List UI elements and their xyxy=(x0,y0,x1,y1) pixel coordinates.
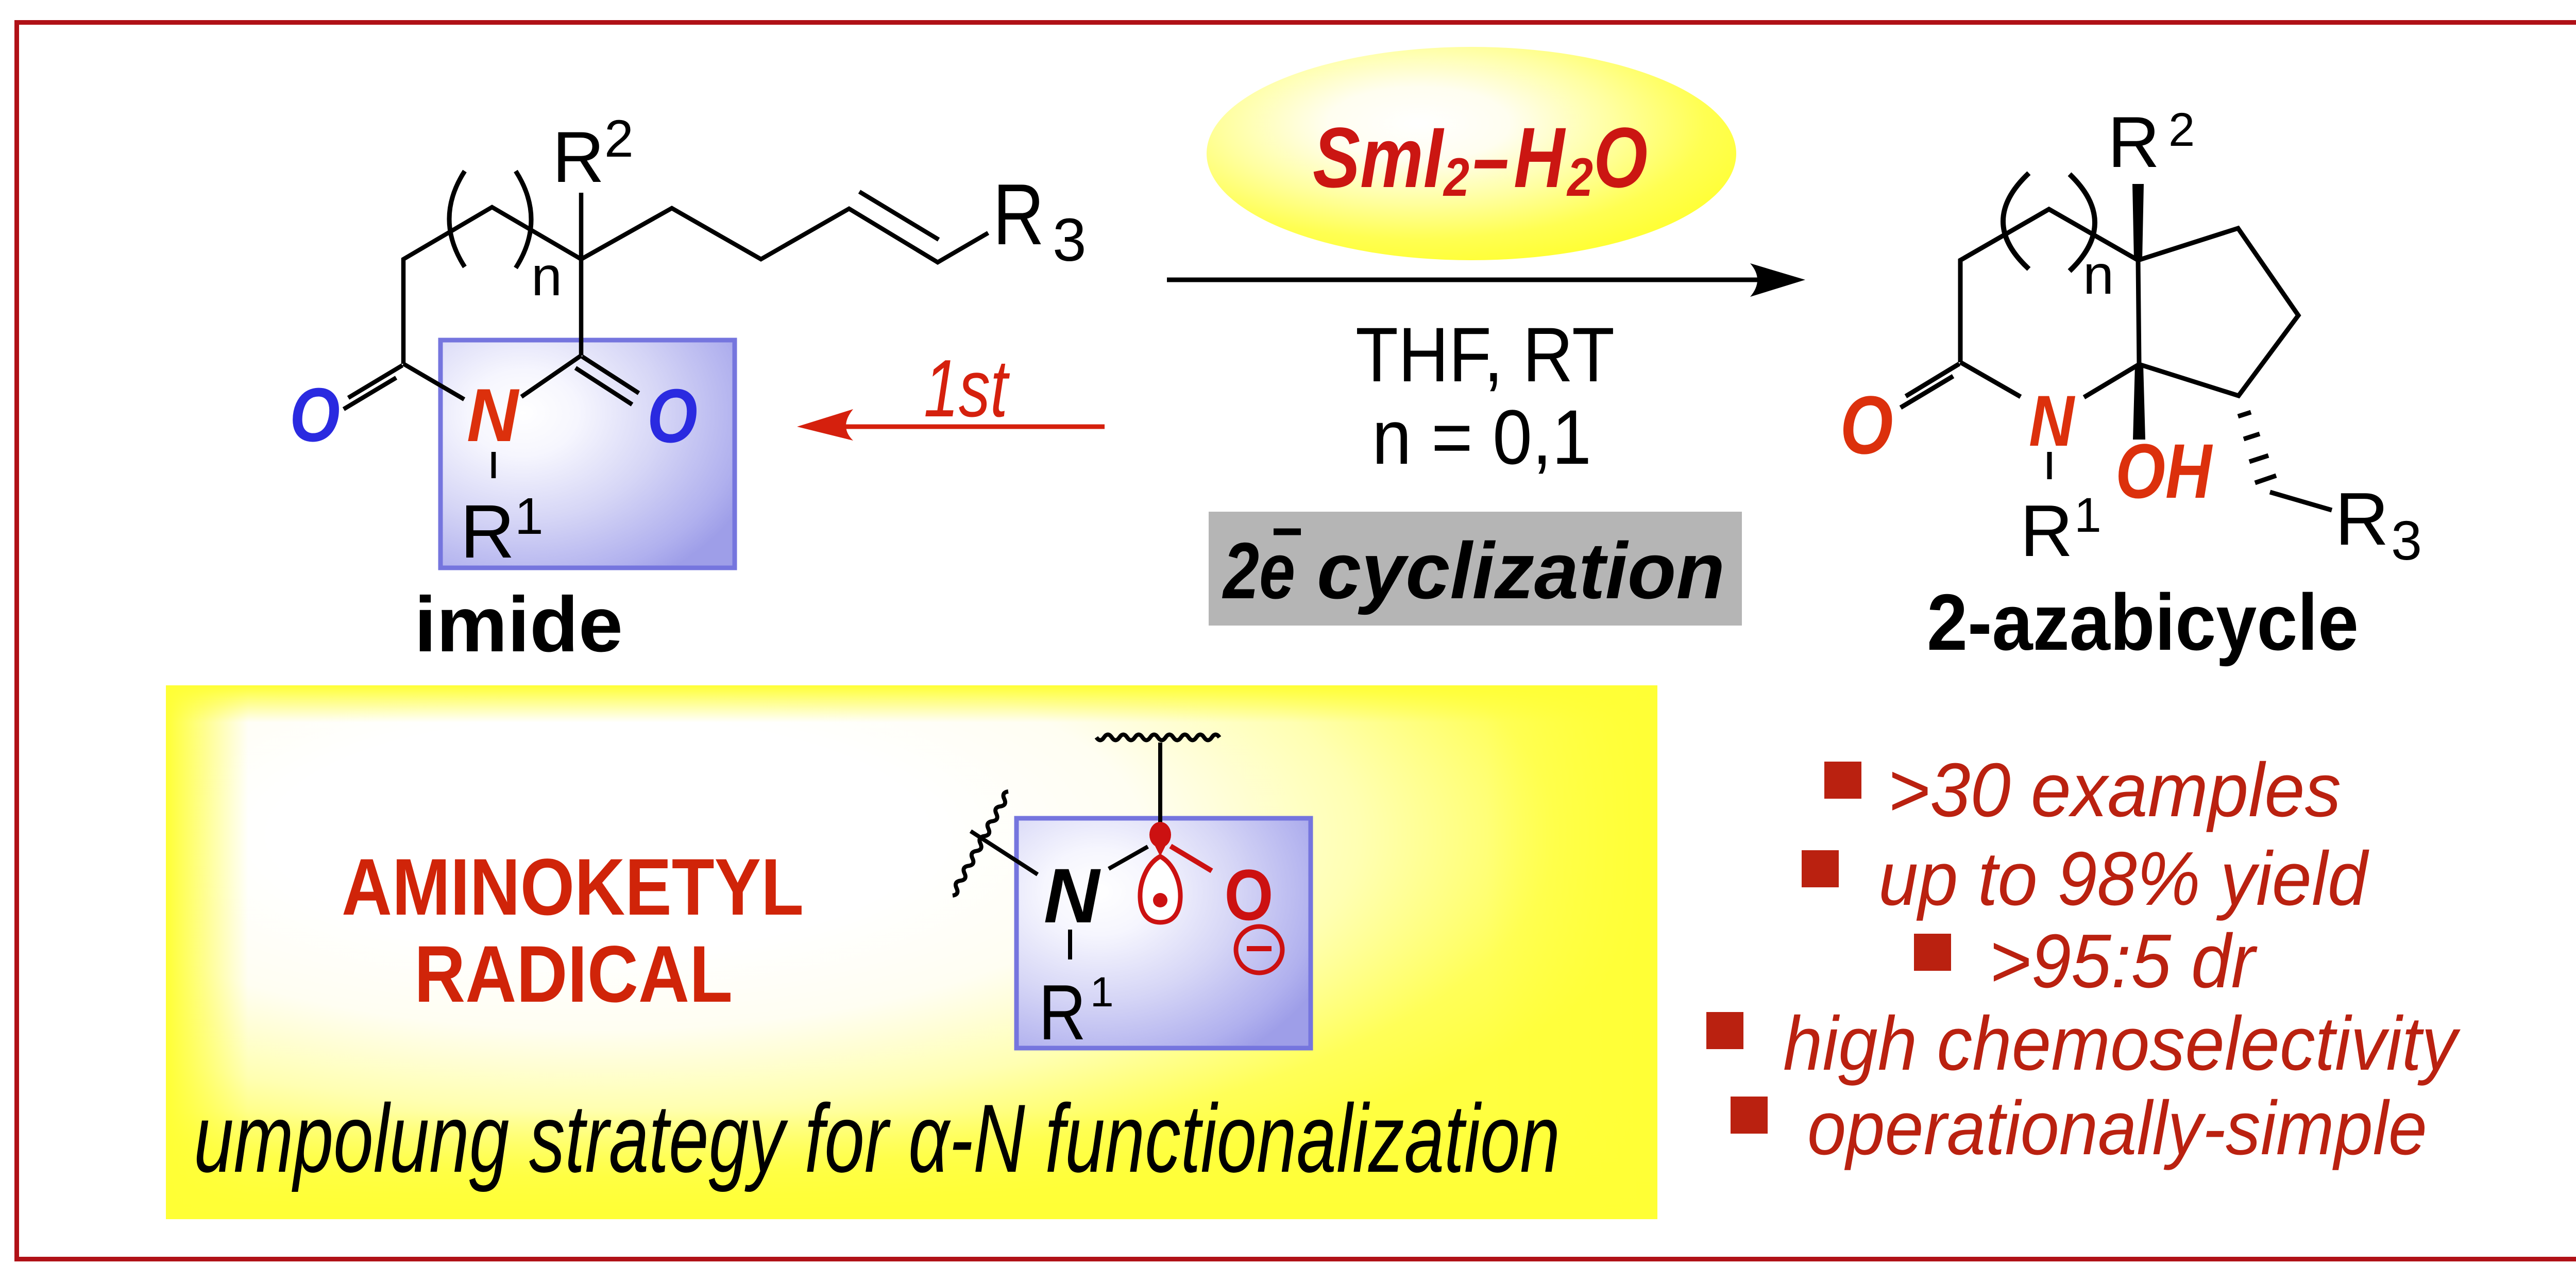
svg-text:R: R xyxy=(2335,477,2389,561)
svg-text:up to 98% yield: up to 98% yield xyxy=(1878,836,2369,921)
svg-text:1: 1 xyxy=(1090,969,1114,1016)
svg-text:R: R xyxy=(2020,490,2073,572)
svg-text:O: O xyxy=(1840,379,1893,471)
svg-text:O: O xyxy=(290,373,340,458)
svg-text:OH: OH xyxy=(2115,428,2213,514)
svg-text:>95:5 dr: >95:5 dr xyxy=(1989,919,2258,1004)
svg-text:umpolung strategy for α-N func: umpolung strategy for α-N functionalizat… xyxy=(194,1084,1560,1192)
svg-text:N: N xyxy=(1044,852,1101,939)
svg-text:2-azabicycle: 2-azabicycle xyxy=(1927,578,2359,667)
svg-text:R: R xyxy=(460,490,515,574)
svg-text:1st: 1st xyxy=(924,343,1010,434)
svg-text:R: R xyxy=(1039,969,1086,1056)
svg-text:1: 1 xyxy=(515,487,544,545)
svg-text:SmI: SmI xyxy=(1313,110,1444,206)
svg-text:3: 3 xyxy=(2391,509,2422,571)
svg-text:AMINOKETYL: AMINOKETYL xyxy=(342,842,804,932)
svg-text:1: 1 xyxy=(2074,488,2102,543)
svg-text:imide: imide xyxy=(414,581,623,668)
svg-text:H: H xyxy=(1514,110,1566,206)
svg-text:n = 0,1: n = 0,1 xyxy=(1372,394,1591,480)
svg-text:high chemoselectivity: high chemoselectivity xyxy=(1783,1001,2461,1086)
svg-text:THF, RT: THF, RT xyxy=(1355,311,1615,398)
svg-text:cyclization: cyclization xyxy=(1317,526,1725,615)
svg-text:2e: 2e xyxy=(1222,526,1295,615)
svg-text:R: R xyxy=(993,166,1044,263)
svg-text:O: O xyxy=(1594,110,1648,206)
svg-text:operationally-simple: operationally-simple xyxy=(1807,1086,2427,1171)
svg-text:2: 2 xyxy=(2168,104,2195,156)
svg-text:R: R xyxy=(2108,102,2160,182)
svg-text:–: – xyxy=(1473,110,1509,206)
svg-text:O: O xyxy=(647,374,698,459)
svg-text:2: 2 xyxy=(1566,147,1593,208)
svg-text:R: R xyxy=(552,116,604,197)
svg-text:N: N xyxy=(2029,380,2076,461)
svg-text:3: 3 xyxy=(1053,206,1087,274)
svg-text:n: n xyxy=(2083,243,2114,306)
svg-text:N: N xyxy=(467,373,519,457)
svg-text:n: n xyxy=(531,245,562,307)
svg-text:RADICAL: RADICAL xyxy=(414,930,733,1019)
svg-text:2: 2 xyxy=(1443,147,1469,208)
svg-text:O: O xyxy=(1225,854,1274,935)
svg-text:2: 2 xyxy=(604,109,634,168)
svg-text:>30 examples: >30 examples xyxy=(1888,748,2341,833)
